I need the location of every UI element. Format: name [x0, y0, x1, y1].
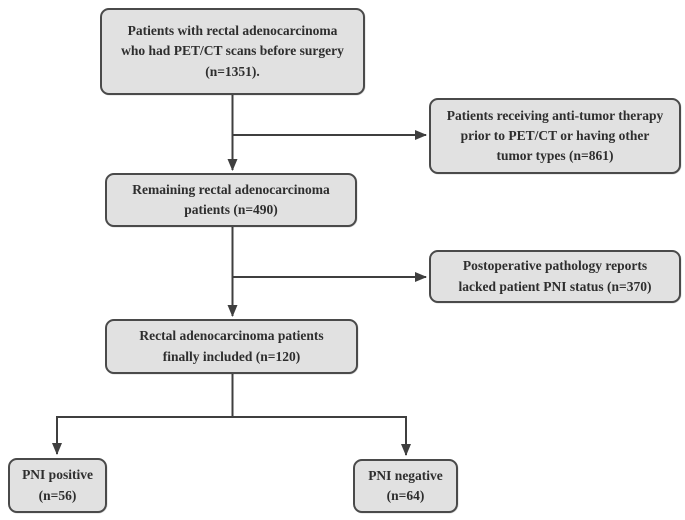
- box-pni-negative: PNI negative (n=64): [353, 459, 458, 513]
- box-excluded-anti-tumor-therapy: Patients receiving anti-tumor therapy pr…: [429, 98, 681, 174]
- box-remaining-patients: Remaining rectal adenocarcinoma patients…: [105, 173, 357, 227]
- box-initial-cohort: Patients with rectal adenocarcinoma who …: [100, 8, 365, 95]
- box-excluded-missing-pni-status: Postoperative pathology reports lacked p…: [429, 250, 681, 303]
- box-final-included: Rectal adenocarcinoma patients finally i…: [105, 319, 358, 374]
- box-pni-positive: PNI positive (n=56): [8, 458, 107, 513]
